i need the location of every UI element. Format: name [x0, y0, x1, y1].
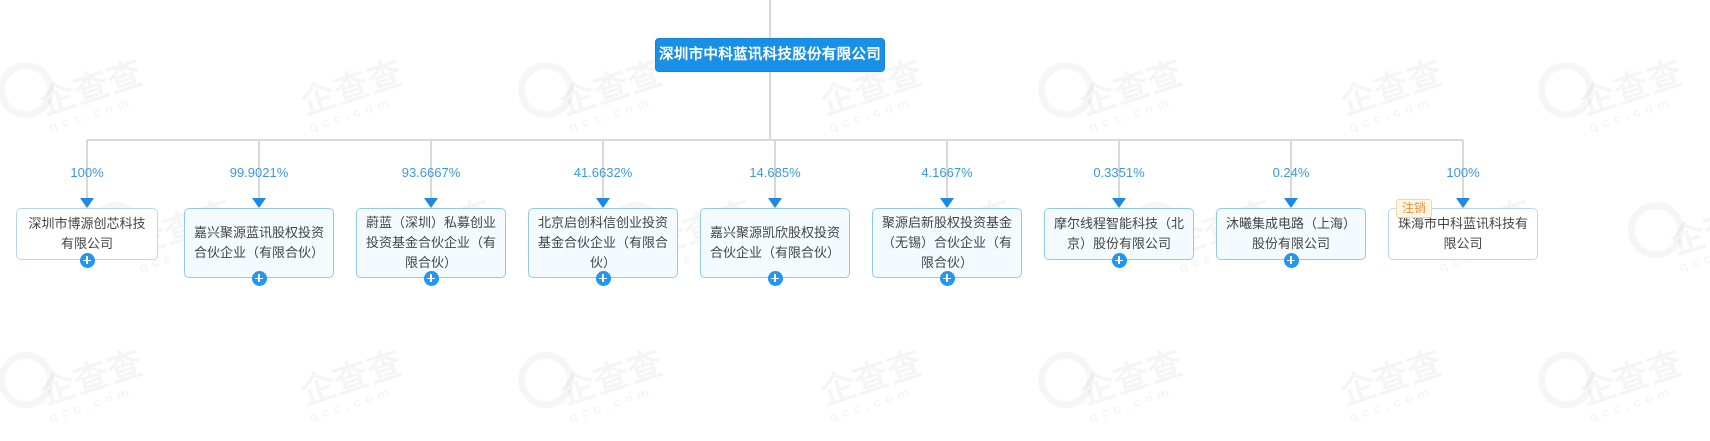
company-node-label: 深圳市博源创芯科技有限公司 [28, 216, 146, 251]
company-node[interactable]: 北京启创科信创业投资基金合伙企业（有限合伙） [528, 208, 678, 278]
ownership-percent-label: 93.6667% [401, 165, 461, 180]
company-node-label: 蔚蓝（深圳）私募创业投资基金合伙企业（有限合伙） [365, 215, 496, 270]
company-node[interactable]: 嘉兴聚源凯欣股权投资合伙企业（有限合伙） [700, 208, 850, 278]
company-node-label: 嘉兴聚源蓝讯股权投资合伙企业（有限合伙） [193, 225, 324, 260]
status-badge: 注销 [1396, 199, 1433, 218]
plus-circle-icon[interactable] [1111, 252, 1127, 268]
ownership-percent-label: 99.9021% [229, 165, 289, 180]
company-node[interactable]: 沐曦集成电路（上海）股份有限公司 [1216, 208, 1366, 260]
plus-circle-icon[interactable] [79, 252, 95, 268]
ownership-percent-label: 100% [1446, 165, 1480, 180]
company-node[interactable]: 珠海市中科蓝讯科技有限公司 [1388, 208, 1538, 260]
plus-circle-icon[interactable] [939, 270, 955, 286]
plus-circle-icon[interactable] [423, 270, 439, 286]
company-node[interactable]: 聚源启新股权投资基金（无锡）合伙企业（有限合伙） [872, 208, 1022, 278]
company-node[interactable]: 嘉兴聚源蓝讯股权投资合伙企业（有限合伙） [184, 208, 334, 278]
company-node-label: 北京启创科信创业投资基金合伙企业（有限合伙） [537, 215, 668, 270]
ownership-percent-label: 14.685% [749, 165, 801, 180]
company-node-label: 摩尔线程智能科技（北京）股份有限公司 [1053, 216, 1184, 251]
company-node-label: 珠海市中科蓝讯科技有限公司 [1397, 216, 1528, 251]
ownership-percent-label: 4.1667% [921, 165, 973, 180]
plus-circle-icon[interactable] [251, 270, 267, 286]
ownership-percent-label: 41.6632% [573, 165, 633, 180]
plus-circle-icon[interactable] [767, 270, 783, 286]
plus-circle-icon[interactable] [595, 270, 611, 286]
company-node-label: 嘉兴聚源凯欣股权投资合伙企业（有限合伙） [709, 225, 840, 260]
company-node-label: 沐曦集成电路（上海）股份有限公司 [1225, 216, 1356, 251]
ownership-percent-label: 100% [70, 165, 104, 180]
plus-circle-icon[interactable] [1283, 252, 1299, 268]
company-node[interactable]: 摩尔线程智能科技（北京）股份有限公司 [1044, 208, 1194, 260]
company-node[interactable]: 蔚蓝（深圳）私募创业投资基金合伙企业（有限合伙） [356, 208, 506, 278]
root-company-node[interactable]: 深圳市中科蓝讯科技股份有限公司 [655, 38, 885, 72]
company-node[interactable]: 深圳市博源创芯科技有限公司 [16, 208, 158, 260]
ownership-percent-label: 0.3351% [1093, 165, 1145, 180]
company-node-label: 聚源启新股权投资基金（无锡）合伙企业（有限合伙） [881, 215, 1012, 270]
ownership-percent-label: 0.24% [1272, 165, 1310, 180]
